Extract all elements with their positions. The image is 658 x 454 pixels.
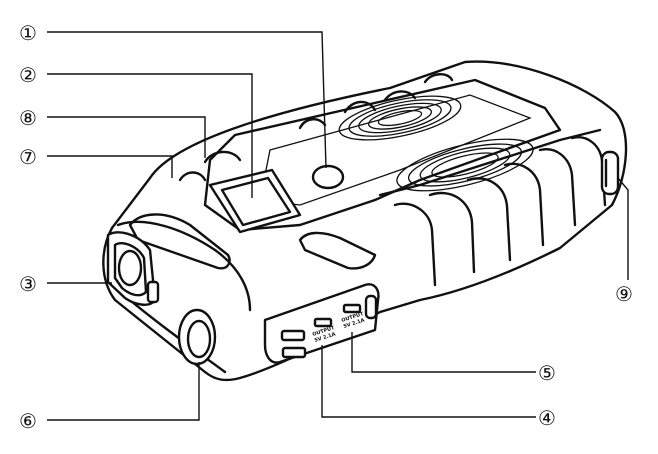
leader-4 xyxy=(321,345,536,418)
bumper-top-edge xyxy=(378,128,602,197)
back-rib-4 xyxy=(423,73,454,84)
callout-7: ⑦ xyxy=(19,145,37,169)
usb-port-panel: OUTPUT 5V 2.1A OUTPUT 5V 2.1A xyxy=(263,283,380,364)
side-indicator xyxy=(178,171,207,182)
wireless-charging-pattern-top xyxy=(338,95,462,141)
callout-3: ③ xyxy=(19,272,37,296)
usb-port-output-right[interactable] xyxy=(342,303,362,314)
dc-port xyxy=(177,308,217,366)
front-top-edge xyxy=(116,220,252,312)
leader-9 xyxy=(617,177,629,280)
led-light-bar xyxy=(203,150,242,164)
front-grip xyxy=(128,213,377,270)
side-light-lens xyxy=(600,150,620,196)
side-light xyxy=(600,150,620,196)
leader-1 xyxy=(47,31,327,169)
bumper-rib-5 xyxy=(538,148,577,227)
body-outline xyxy=(102,60,628,382)
wireless-charging-pattern-front xyxy=(396,138,534,192)
power-button[interactable] xyxy=(311,164,345,190)
usb-cover[interactable] xyxy=(364,294,378,320)
leader-lines xyxy=(47,31,629,421)
callout-1: ① xyxy=(19,21,37,45)
leader-6 xyxy=(47,362,200,421)
jumper-cable-port xyxy=(106,231,160,306)
callout-8: ⑧ xyxy=(19,106,37,130)
callout-9: ⑨ xyxy=(615,282,633,306)
callout-5: ⑤ xyxy=(538,361,556,385)
back-rib-3 xyxy=(383,90,417,102)
dc-port-inner xyxy=(186,319,212,359)
port-cap[interactable] xyxy=(146,280,160,304)
usb-port-output-left[interactable] xyxy=(313,317,333,328)
leader-8 xyxy=(47,116,206,158)
callout-6: ⑥ xyxy=(19,409,37,433)
back-rib-2 xyxy=(343,100,377,114)
usb-port-a2[interactable] xyxy=(281,346,307,359)
rubber-bumper-back xyxy=(298,73,454,130)
callouts: ① ② ⑧ ⑦ ③ ⑨ ⑤ ⑥ ④ xyxy=(19,21,633,433)
top-panel xyxy=(203,78,562,232)
leader-2 xyxy=(47,73,253,198)
led-light-hood xyxy=(203,150,242,164)
usb-port-a1[interactable] xyxy=(280,329,306,342)
leader-5 xyxy=(351,332,536,373)
callout-2: ② xyxy=(19,63,37,87)
back-rib-1 xyxy=(298,118,327,130)
bumper-rib-1 xyxy=(393,202,437,287)
leader-7 xyxy=(47,155,173,178)
callout-4: ④ xyxy=(538,406,556,430)
bumper-rib-2 xyxy=(428,191,476,274)
